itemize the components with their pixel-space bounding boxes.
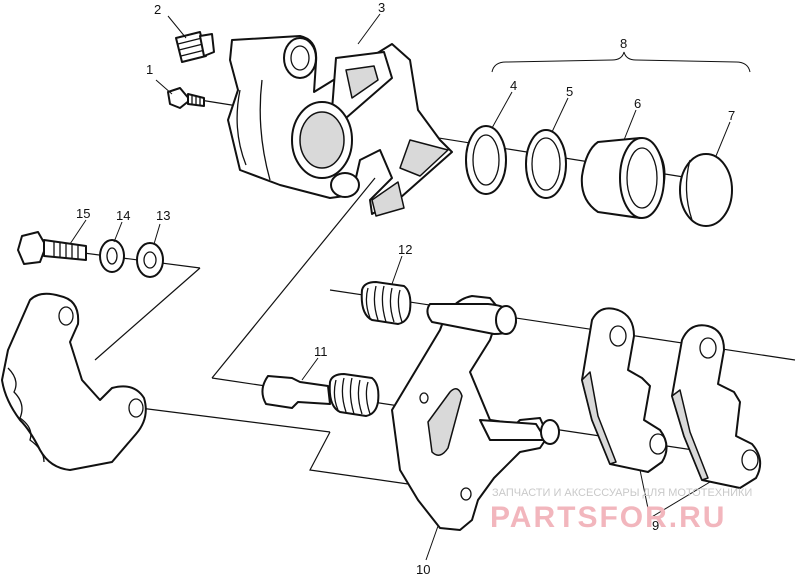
caliper-bracket <box>391 295 560 531</box>
watermark: ЗАПЧАСТИ И АКСЕССУАРЫ ДЛЯ МОТОТЕХНИКИ PA… <box>490 487 752 534</box>
callout-5: 5 <box>566 84 573 99</box>
callout-3: 3 <box>378 0 385 15</box>
mounting-bolt <box>17 231 87 265</box>
slide-pin <box>261 373 380 417</box>
lower-pin-axis-dogleg <box>309 431 416 486</box>
watermark-caption: ЗАПЧАСТИ И АКСЕССУАРЫ ДЛЯ МОТОТЕХНИКИ <box>492 487 752 499</box>
fork-leg-mount <box>1 292 147 471</box>
brake-pad-outer <box>671 324 762 489</box>
flat-washer <box>136 242 164 278</box>
callout-8: 8 <box>620 36 627 51</box>
callout-4: 4 <box>510 78 517 93</box>
callout-14: 14 <box>116 208 130 223</box>
piston <box>580 137 666 219</box>
slide-pin-axis-dogleg <box>211 177 376 379</box>
callout-13: 13 <box>156 208 170 223</box>
callout-6: 6 <box>634 96 641 111</box>
callout-15: 15 <box>76 206 90 221</box>
callout-1: 1 <box>146 62 153 77</box>
callout-2: 2 <box>154 2 161 17</box>
callout-11: 11 <box>314 344 328 359</box>
callout-10: 10 <box>416 562 430 577</box>
small-bolt <box>167 87 205 109</box>
bolt-axis-dogleg <box>94 267 201 361</box>
leader-lines <box>69 13 731 561</box>
callout-12: 12 <box>398 242 412 257</box>
caliper-body <box>227 35 453 217</box>
brake-pad-inner <box>581 307 668 473</box>
lower-pin-axis <box>139 407 331 433</box>
lock-washer <box>99 239 125 273</box>
group-bracket <box>491 51 751 73</box>
spring-boot <box>360 281 412 325</box>
piston-seal <box>465 125 507 195</box>
callout-7: 7 <box>728 108 735 123</box>
dust-seal <box>525 129 567 199</box>
watermark-brand: PARTSFOR.RU <box>490 501 726 534</box>
callout-numbers: 1 2 3 4 5 6 7 8 9 10 11 12 13 14 15 <box>76 0 735 577</box>
piston-cap <box>679 153 733 227</box>
bleeder-screw <box>175 31 215 63</box>
callout-9: 9 <box>652 518 659 533</box>
